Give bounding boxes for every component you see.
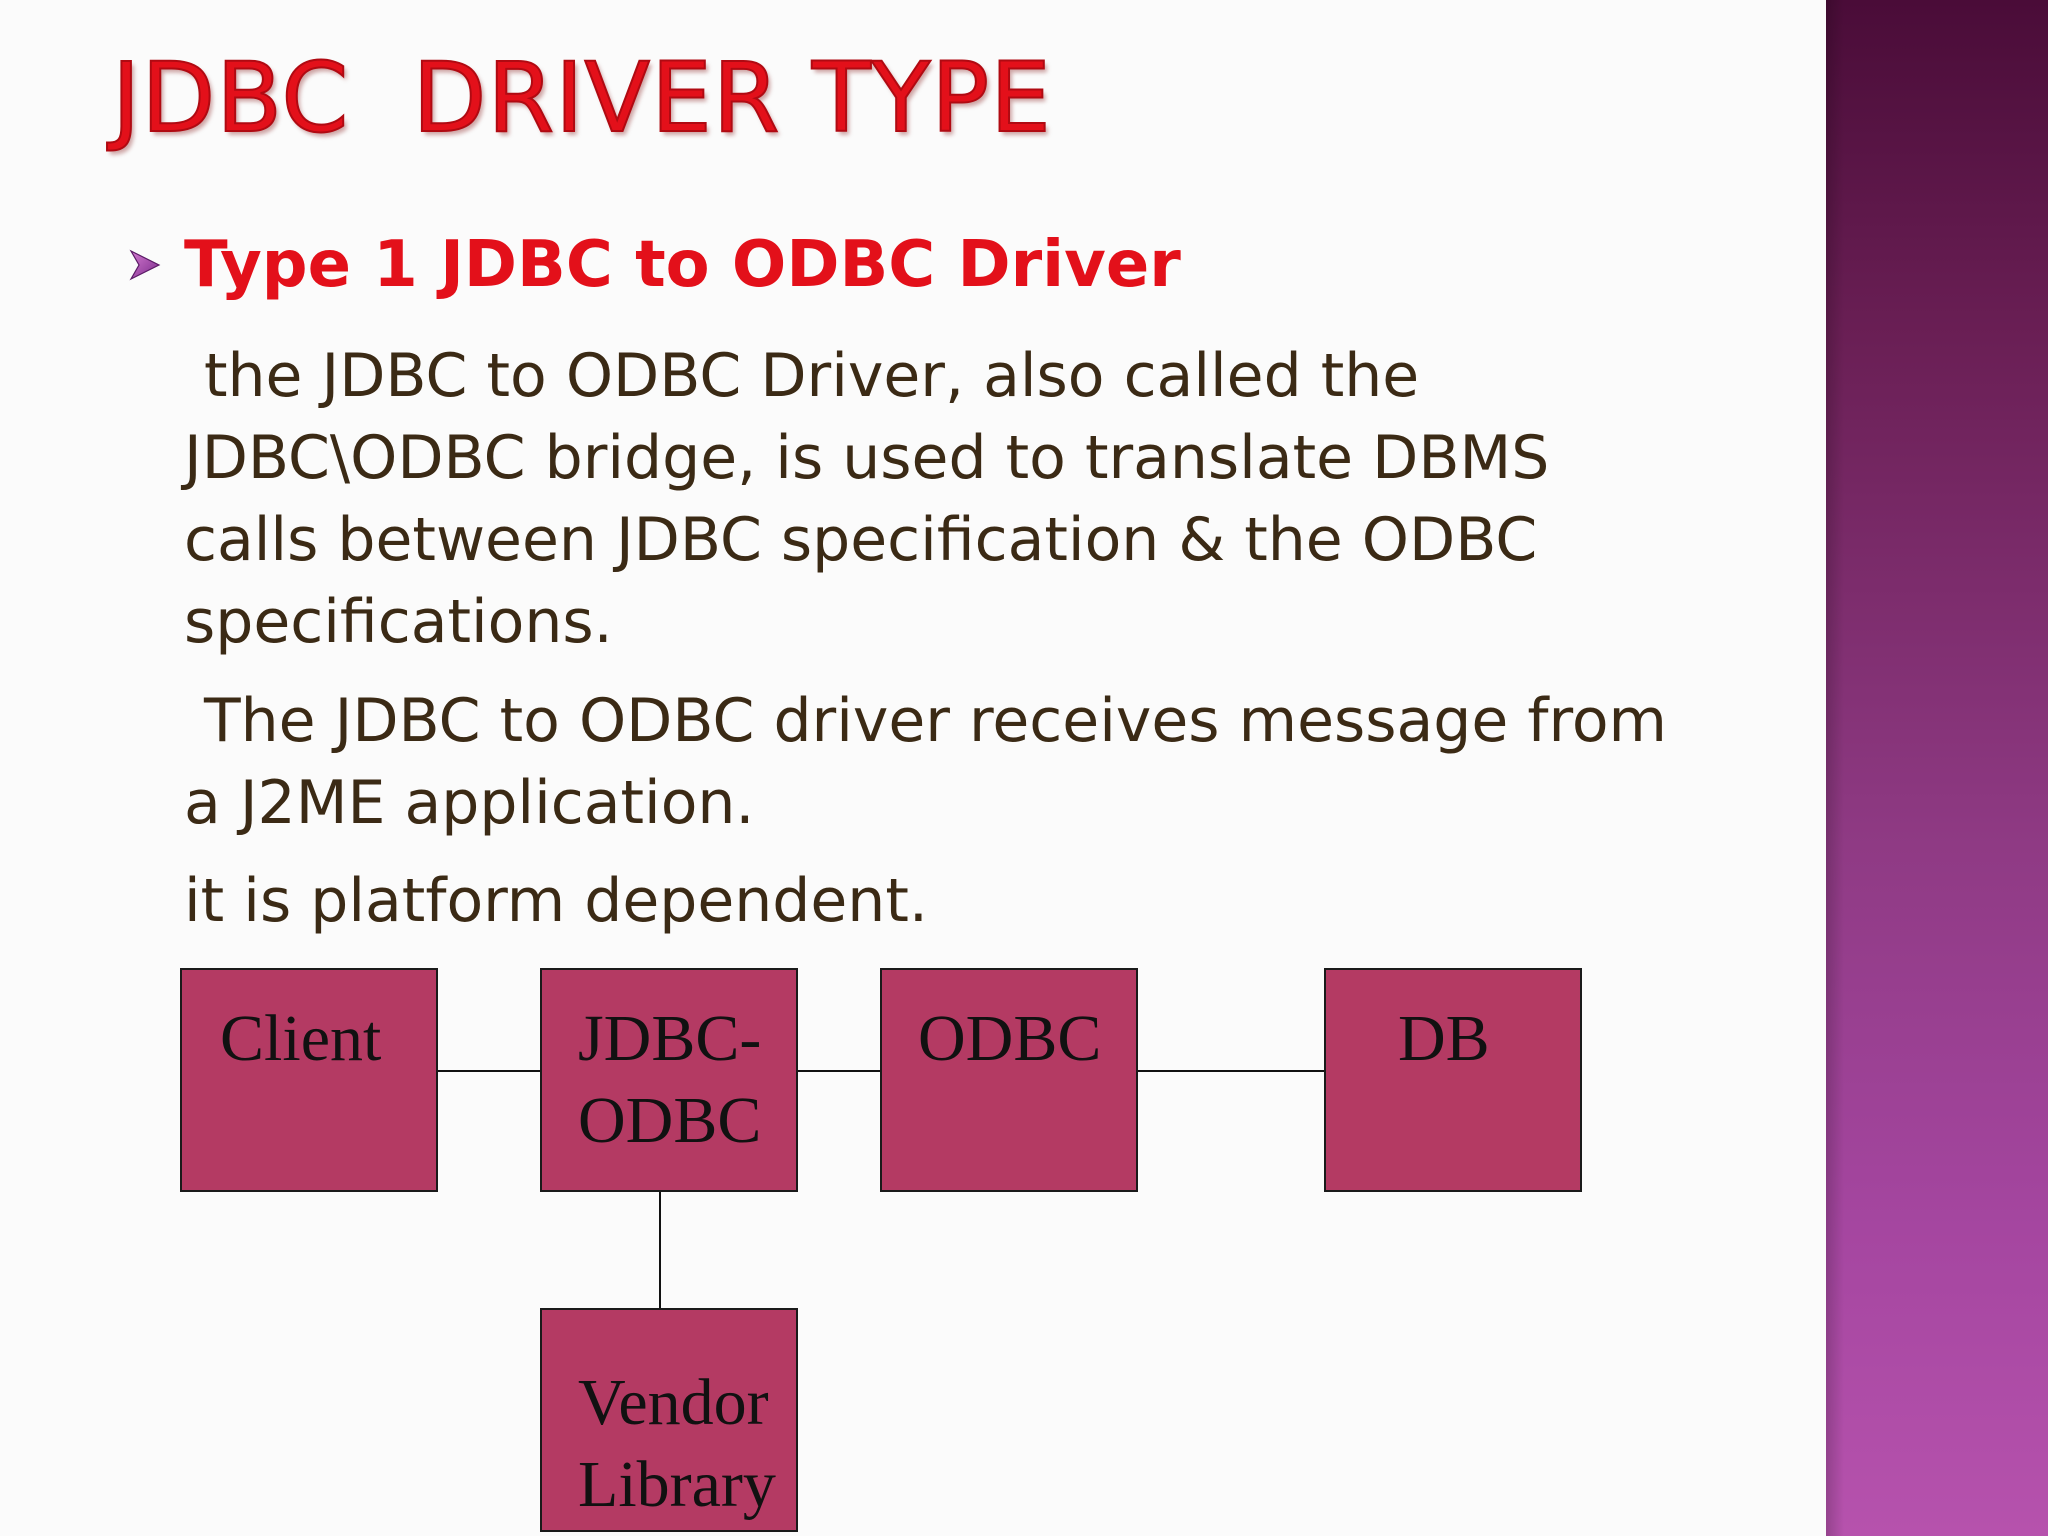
jdbc-odbc-label-line2: ODBC xyxy=(578,1084,762,1157)
client-box: Client xyxy=(180,968,438,1192)
vendor-library-box: Vendor Library xyxy=(540,1308,798,1532)
paragraph-driver-message: The JDBC to ODBC driver receives message… xyxy=(184,680,1714,844)
slide-title: JDBC DRIVER TYPE xyxy=(111,41,1052,155)
vendor-label-line2: Library xyxy=(578,1448,776,1521)
connector-client-jdbc xyxy=(438,1070,542,1072)
jdbc-odbc-label-line1: JDBC- xyxy=(578,1002,762,1075)
paragraph-text: JDBC\ODBC bridge, is used to translate D… xyxy=(184,423,1550,657)
decorative-side-band xyxy=(1826,0,2048,1536)
odbc-label: ODBC xyxy=(918,1002,1102,1075)
paragraph-bridge-description: the JDBC to ODBC Driver, also called the… xyxy=(184,335,1634,663)
jdbc-odbc-box: JDBC- ODBC xyxy=(540,968,798,1192)
paragraph-line: the JDBC to ODBC Driver, also called the xyxy=(204,341,1420,411)
paragraph-platform-dependent: it is platform dependent. xyxy=(184,866,928,936)
architecture-diagram: Client JDBC- ODBC ODBC DB Vendor Library xyxy=(180,968,1582,1532)
vendor-label-line1: Vendor xyxy=(578,1366,769,1439)
arrow-bullet-icon xyxy=(129,249,161,281)
bullet-heading-row: Type 1 JDBC to ODBC Driver xyxy=(128,228,1181,302)
db-label: DB xyxy=(1398,1002,1490,1075)
client-label: Client xyxy=(220,1002,382,1075)
paragraph-line: The JDBC to ODBC driver receives message… xyxy=(204,686,1667,756)
slide: JDBC DRIVER TYPE Type 1 JDBC to ODBC Dri… xyxy=(111,41,1714,1532)
connector-jdbc-vendor xyxy=(659,1190,661,1310)
connector-jdbc-odbc xyxy=(796,1070,882,1072)
paragraph-text: a J2ME application. xyxy=(184,768,755,838)
odbc-box: ODBC xyxy=(880,968,1138,1192)
section-heading: Type 1 JDBC to ODBC Driver xyxy=(184,228,1181,302)
db-box: DB xyxy=(1324,968,1582,1192)
connector-odbc-db xyxy=(1138,1070,1326,1072)
